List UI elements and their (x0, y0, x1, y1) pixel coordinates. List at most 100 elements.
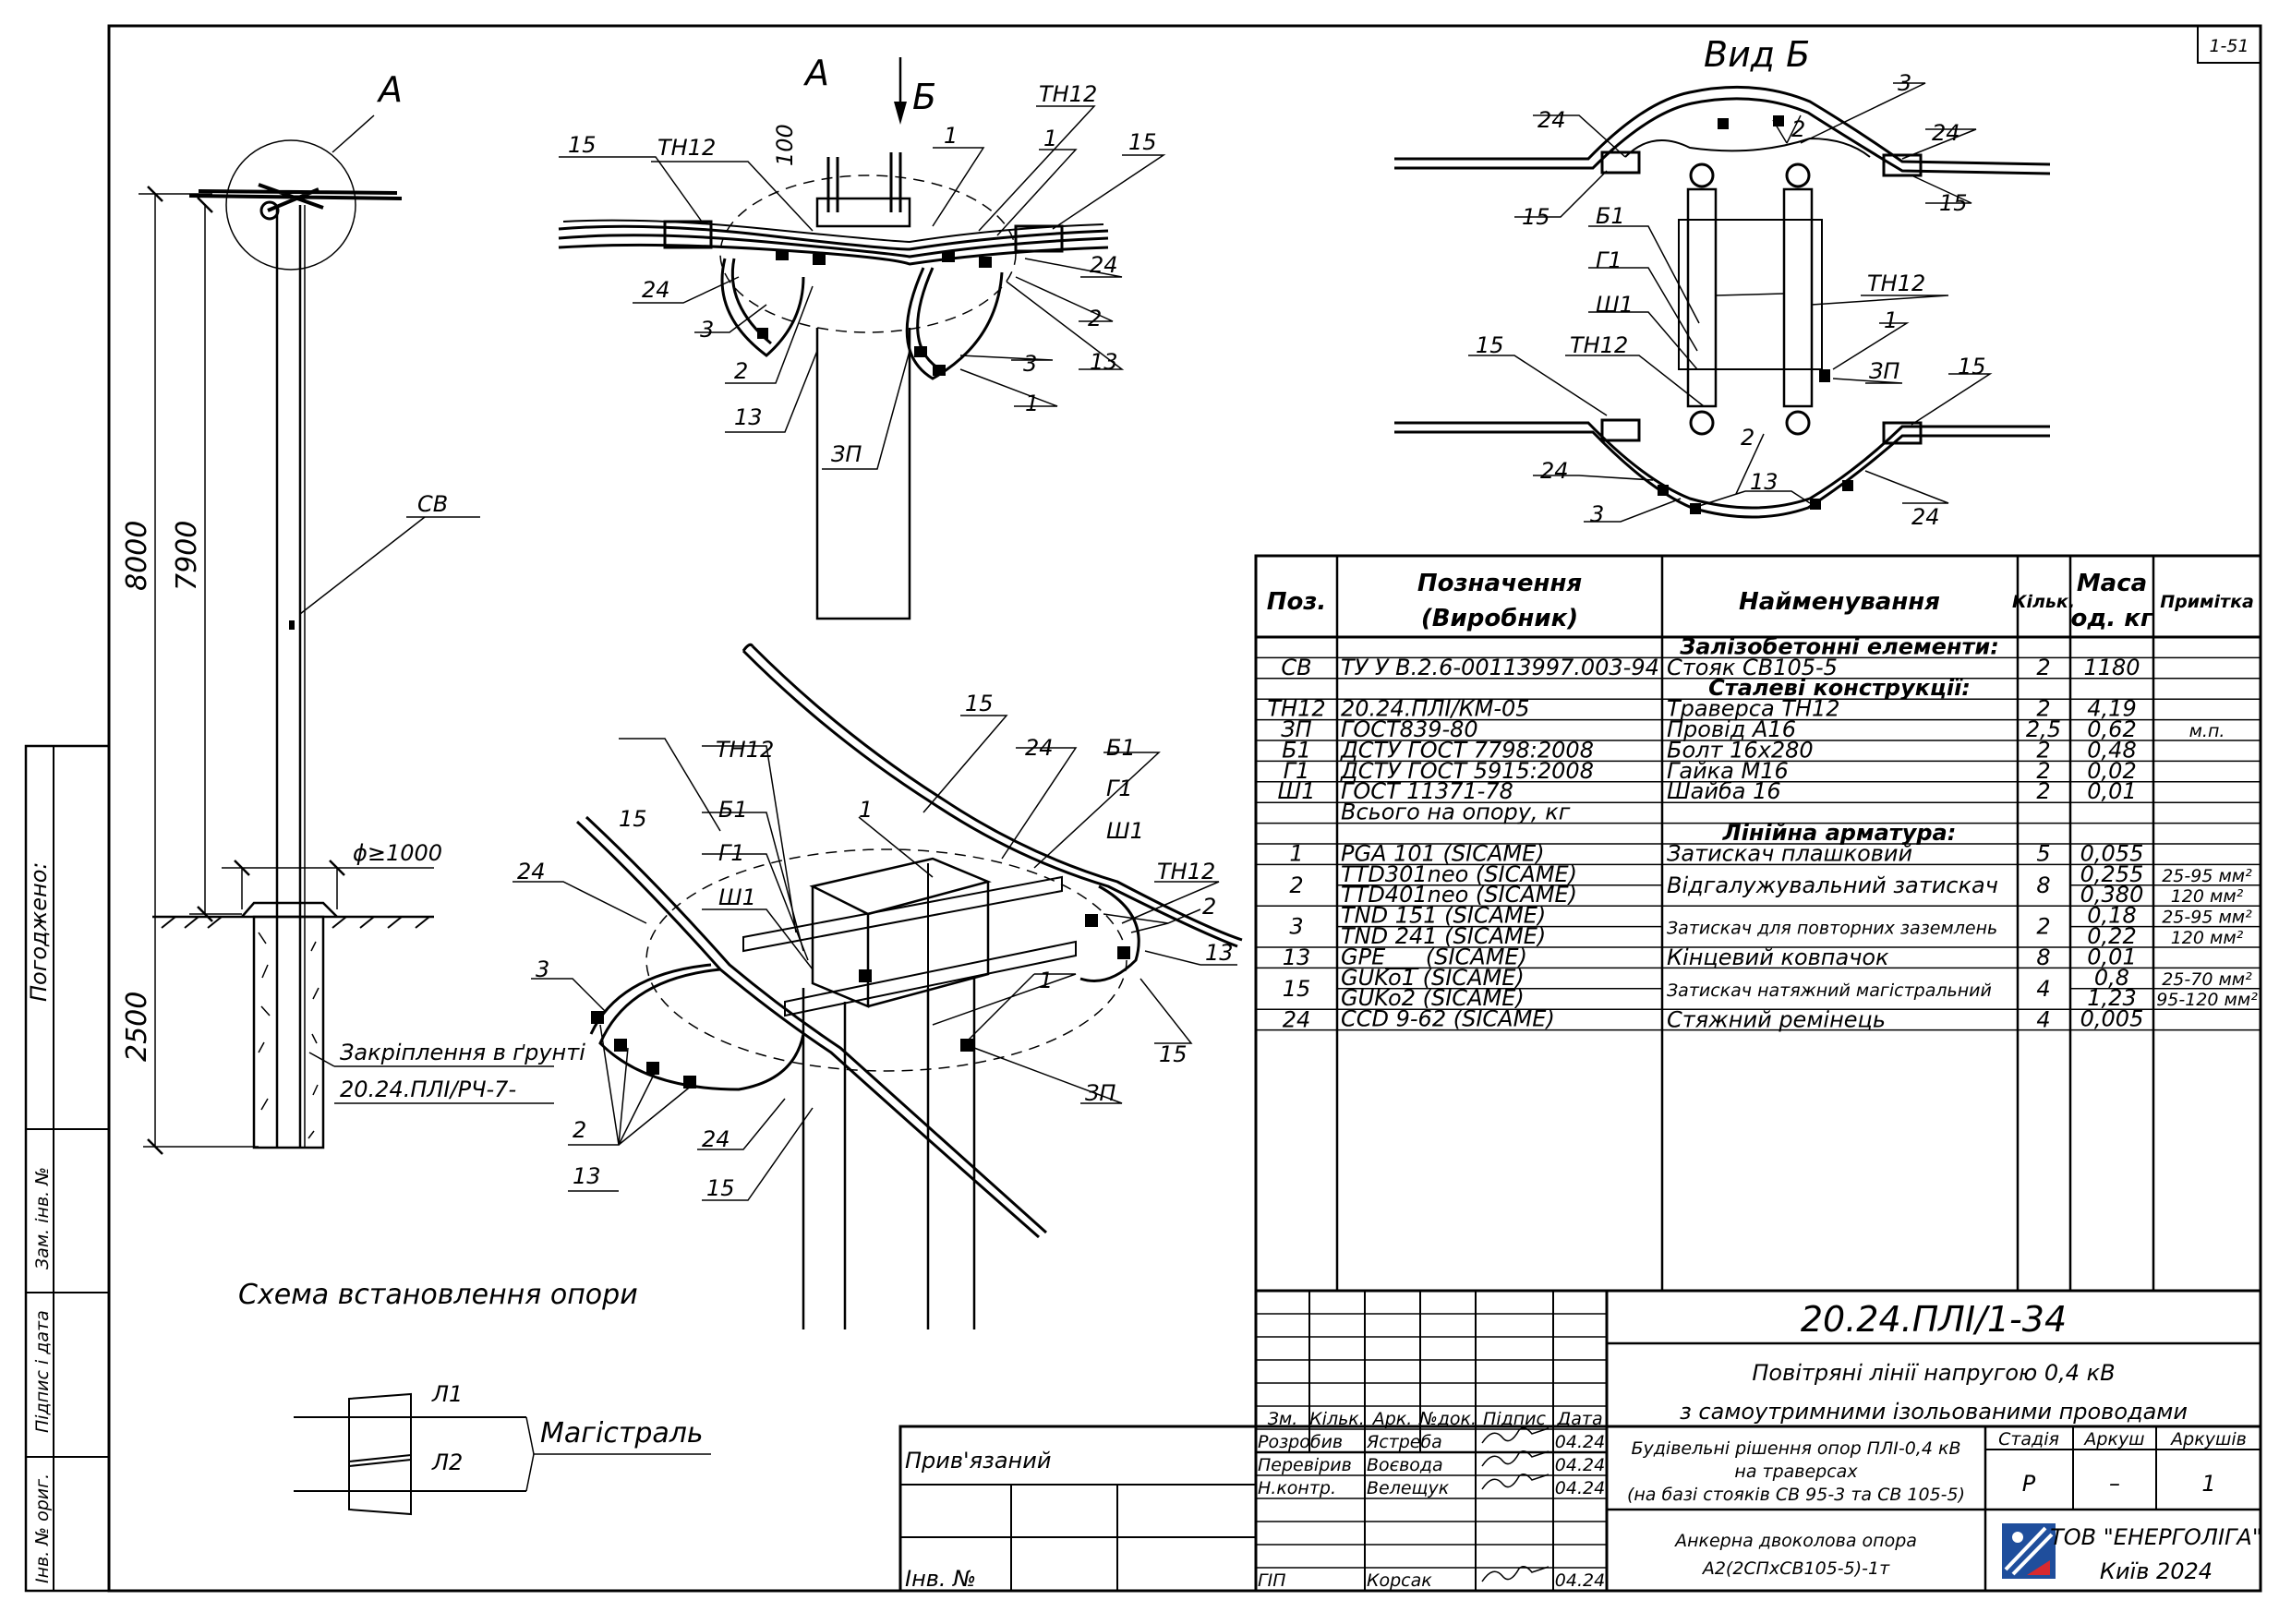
bom-cell-mass: 0,18 (2087, 903, 2136, 929)
stage-value: Р (2022, 1471, 2036, 1497)
signer-name: Воєвода (1367, 1455, 1443, 1475)
bom-cell-name: Затискач натяжний магістральний (1667, 980, 1992, 1001)
signer-name: Велещук (1367, 1478, 1450, 1498)
title-line1: Повітряні лінії напругою 0,4 кВ (1752, 1360, 2115, 1386)
sheet-value: – (2109, 1471, 2120, 1497)
bom-cell-note: м.п. (2189, 721, 2225, 741)
bom-cell-name: Гайка М16 (1667, 758, 1789, 784)
callout-sh1: Ш1 (718, 884, 756, 910)
subtitle-line3: (на базі стояків СВ 95-3 та СВ 105-5) (1627, 1485, 1965, 1505)
bom-cell-qty: 4 (2036, 1006, 2050, 1032)
city-year: Київ 2024 (2100, 1558, 2213, 1584)
bom-cell-mass: 0,005 (2080, 1006, 2144, 1032)
dim-above-ground: 7900 (171, 521, 203, 591)
bom-cell-note: 25-95 мм² (2162, 908, 2252, 928)
subtitle-line1: Будівельні рішення опор ПЛІ-0,4 кВ (1632, 1438, 1961, 1459)
bom-cell-mass: 0,62 (2087, 716, 2136, 742)
dim-100: 100 (772, 124, 798, 166)
pole-installation-scheme: A 8000 7900 2500 ϕ≥1000 С (121, 69, 638, 1311)
isometric-drawing: ТН12 Б1 Г1 Ш1 1 15 24 Б1 Г1 Ш1 ТН12 2 13… (512, 643, 1243, 1329)
foundation-note: Закріплення в ґрунті (340, 1040, 585, 1065)
callout-2: 2 (1202, 894, 1216, 920)
bom-cell-pos: 24 (1283, 1006, 1311, 1032)
bom-section-title: Залізобетонні елементи: (1679, 633, 1999, 659)
callout-zp: ЗП (831, 441, 862, 467)
callout-13: 13 (1090, 349, 1118, 375)
stage-label: Стадія (1998, 1429, 2059, 1450)
callout-24: 24 (1025, 735, 1054, 761)
callout-13: 13 (734, 404, 763, 430)
bom-cell-pos: Б1 (1282, 737, 1311, 763)
bom-cell-mass: 0,01 (2087, 944, 2136, 969)
main-line-schematic: Л1 Л2 Магістраль (294, 1381, 711, 1516)
company-logo (2002, 1523, 2056, 1579)
sheets-label: Аркушів (2169, 1429, 2247, 1450)
callout-15: 15 (1128, 129, 1157, 155)
bom-cell-qty: 2 (2036, 737, 2050, 763)
callout-3: 3 (700, 317, 714, 343)
main-line-caption: Магістраль (540, 1417, 704, 1450)
bom-cell-designation: 20.24.ПЛІ/КМ-05 (1341, 696, 1530, 722)
bom-header-pos: Поз. (1267, 588, 1327, 616)
bom-cell-designation: ТУ У В.2.6-00113997.003-94 (1341, 655, 1659, 680)
bom-cell-designation: TTD401neo (SICAME) (1341, 882, 1577, 908)
bom-cell-qty: 2 (2036, 778, 2050, 804)
bom-cell-designation: GUKo1 (SICAME) (1341, 965, 1525, 991)
bom-cell-qty: 2,5 (2026, 716, 2061, 742)
callout-24: 24 (1911, 504, 1940, 530)
phase-l2: Л2 (431, 1450, 463, 1475)
callout-3: 3 (1898, 70, 1911, 96)
bom-cell-name: Стояк СВ105-5 (1667, 655, 1838, 680)
bom-cell-designation: CCD 9-62 (SICAME) (1341, 1006, 1555, 1032)
callout-24: 24 (1540, 458, 1569, 484)
view-b-arrow-label: Б (912, 77, 936, 117)
bom-cell-designation: ГОСТ839-80 (1341, 716, 1478, 742)
callout-zp: ЗП (1869, 358, 1899, 384)
callout-2: 2 (734, 358, 748, 384)
callout-th12: ТН12 (1039, 81, 1097, 107)
callout-3: 3 (1590, 501, 1604, 527)
callout-g1: Г1 (1106, 776, 1133, 801)
title-line2: з самоутримними ізольованими проводами (1680, 1399, 2188, 1425)
callout-pole: СВ (417, 491, 448, 517)
signer-date: 04.24 (1555, 1432, 1605, 1452)
rev-col-header: Арк. (1371, 1409, 1413, 1429)
callout-b1: Б1 (1106, 735, 1136, 761)
bom-cell-designation: ДСТУ ГОСТ 7798:2008 (1340, 737, 1594, 763)
view-a-label: A (802, 53, 829, 93)
linked-label: Прив'язаний (905, 1448, 1051, 1474)
detail-circle-a (225, 139, 356, 271)
rev-col-header: №док. (1418, 1409, 1477, 1429)
bom-header-mass: Маса (2077, 570, 2147, 597)
callout-2: 2 (573, 1117, 586, 1143)
bom-cell-qty: 2 (2036, 696, 2050, 722)
signature-mark (1481, 1566, 1549, 1582)
bom-cell-name: Траверса ТН12 (1667, 696, 1840, 722)
bom-cell-designation: ДСТУ ГОСТ 5915:2008 (1340, 758, 1594, 784)
callout-1: 1 (1025, 391, 1039, 416)
signer-role: Розробив (1258, 1432, 1343, 1452)
callout-15: 15 (1939, 190, 1968, 216)
bom-cell-mass: 1180 (2083, 655, 2140, 680)
bom-cell-pos: 15 (1283, 976, 1311, 1002)
signer-date: 04.24 (1555, 1570, 1605, 1591)
rev-col-header: Підпис (1483, 1409, 1546, 1429)
sheet-label: Аркуш (2082, 1429, 2144, 1450)
bom-cell-pos: 3 (1289, 914, 1303, 940)
bom-header-qty: Кільк. (2012, 592, 2075, 612)
callout-24: 24 (1537, 107, 1566, 133)
rev-col-header: Кільк. (1309, 1409, 1365, 1429)
bom-cell-name: Стяжний ремінець (1667, 1006, 1886, 1032)
callout-15: 15 (619, 806, 647, 832)
sign-date-label: Підпис і дата (32, 1310, 53, 1433)
bom-cell-mass: 0,22 (2087, 923, 2136, 949)
bom-header-mass-unit: од. кг (2070, 605, 2153, 632)
bom-cell-qty: 8 (2036, 944, 2050, 970)
callout-24: 24 (702, 1126, 730, 1152)
doc-code: 20.24.ПЛІ/1-34 (1801, 1299, 2067, 1340)
view-a-drawing: A Б 100 15 ТН12 (558, 53, 1166, 620)
bom-cell-note: 95-120 мм² (2156, 990, 2258, 1010)
foundation-pit (252, 915, 325, 1149)
